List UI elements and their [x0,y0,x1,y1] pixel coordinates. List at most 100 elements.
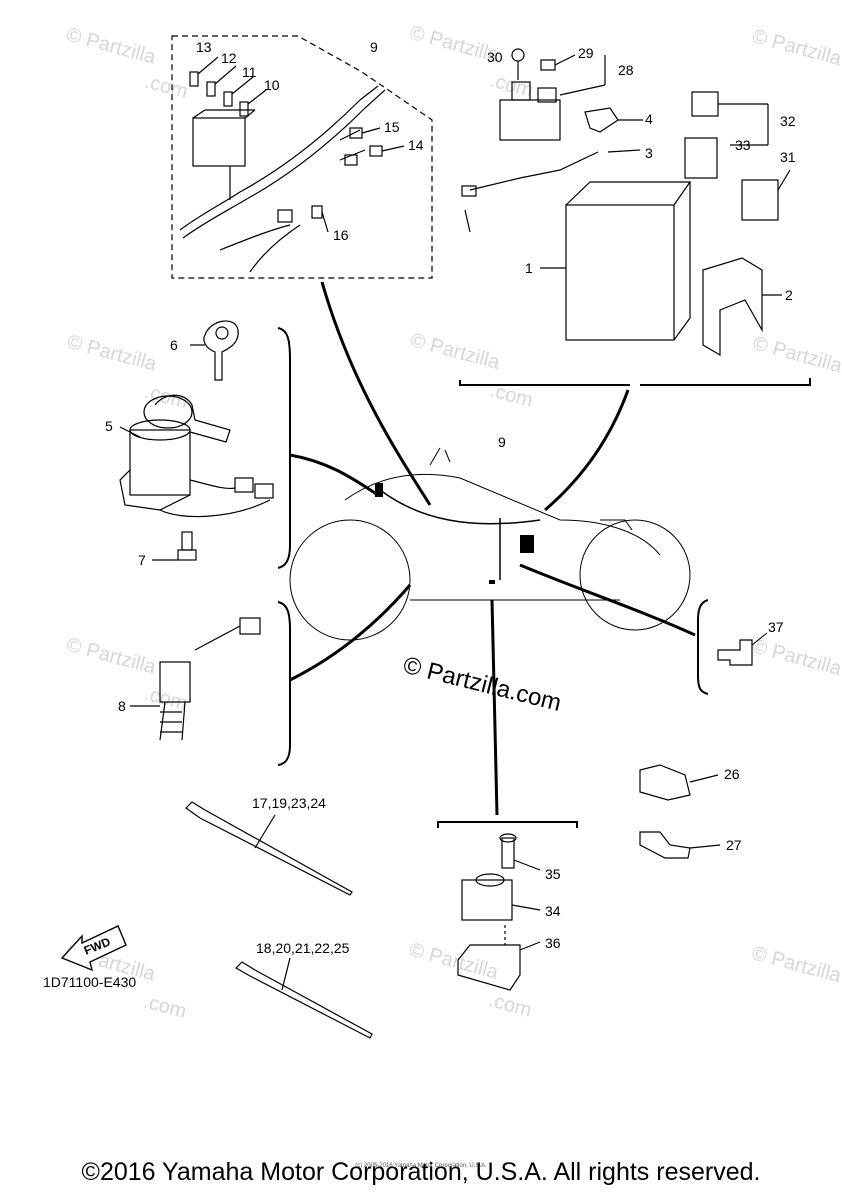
label-5: 5 [105,418,113,434]
watermark-tile: © Partzilla .com [407,22,535,102]
dashed-detail-frame [171,35,433,279]
sensor-group [457,833,541,991]
label-36: 36 [545,935,561,951]
label-8: 8 [118,698,126,714]
connector-14 [369,145,383,157]
label-7: 7 [138,552,146,568]
detail-bracket [459,378,811,386]
switch-8 [159,661,191,703]
label-9-bike: 9 [498,434,506,450]
label-18-20-21-22-25: 18,20,21,22,25 [256,940,350,956]
sensor-marker [489,580,495,584]
label-16: 16 [333,227,349,243]
bracket-37 [717,639,753,666]
battery-band-4 [584,107,619,133]
motorcycle-outline [289,447,691,641]
part-labels: 13 12 11 10 9 15 14 16 30 29 28 4 3 32 3… [43,39,796,990]
battery-1 [565,204,675,341]
watermark-tile: © Partzilla [749,942,842,987]
svg-text:© Partzilla: © Partzilla [64,24,159,69]
fuse-12 [206,81,216,97]
relay-31 [741,179,779,221]
label-28: 28 [618,62,634,78]
label-32: 32 [780,113,796,129]
clamp-27 [639,831,691,859]
connector-16 [277,209,293,223]
svg-text:© Partzilla: © Partzilla [408,329,503,374]
battery-lead-3 [469,151,599,191]
relay-33 [684,137,718,179]
key-6-head [215,326,229,340]
key-6 [203,320,239,381]
leader-lines [289,281,696,816]
bracket-36 [457,944,521,991]
label-14: 14 [408,137,424,153]
harness-bundle [179,85,379,231]
label-15: 15 [384,119,400,135]
main-watermark: © Partzilla.com [401,652,564,717]
bottom-bracket [437,821,578,828]
label-9-top: 9 [370,39,378,55]
watermark-tile: © Partzilla [751,332,842,377]
watermark-tile: © Partzilla .com [64,634,190,715]
cable-tie-upper [185,801,353,896]
fuse-10 [239,101,249,117]
cable-tie-lower [235,961,373,1039]
fuse-13 [189,71,199,87]
cable-ties [185,801,373,1039]
label-12: 12 [221,50,237,66]
main-switch-group [119,320,274,741]
watermark-tile: © Partzilla [750,25,842,70]
wire-harness-detail [171,35,433,279]
left-bracket-upper [277,327,291,569]
label-6: 6 [170,337,178,353]
label-33: 33 [735,137,751,153]
svg-text:.com: .com [143,71,191,103]
harness-marker [375,483,383,497]
sensor-34 [461,879,513,921]
label-17-19-23-24: 17,19,23,24 [252,795,326,811]
bolt-30 [511,48,525,62]
copyright-notice: ©2016 Yamaha Motor Corporation, U.S.A. A… [81,1158,761,1186]
bolt-35 [501,837,515,869]
battery-relay-detail [459,48,811,386]
label-2: 2 [785,287,793,303]
label-30: 30 [487,49,503,65]
label-34: 34 [545,903,561,919]
label-11: 11 [242,64,257,80]
svg-text:© Partzilla: © Partzilla [751,332,842,377]
svg-text:© Partzilla: © Partzilla [750,25,842,70]
front-wheel [289,519,411,641]
svg-text:.com: .com [141,990,189,1022]
watermark-tile: © Partzilla .com [408,329,535,412]
svg-text:© Partzilla: © Partzilla [64,634,159,679]
label-10: 10 [264,77,280,93]
relay-32 [691,91,719,117]
svg-text:© Partzilla: © Partzilla [407,939,502,984]
fuse-box [192,117,246,167]
label-3: 3 [645,145,653,161]
label-29: 29 [578,45,594,61]
left-bracket-lower [277,601,291,766]
right-bracket-37 [697,599,709,695]
label-1: 1 [525,260,533,276]
starter-relay-28 [499,99,561,141]
screw-7 [181,531,193,551]
label-13: 13 [196,39,212,55]
fwd-arrow-icon: FWD [60,925,127,972]
label-35: 35 [545,866,561,882]
fuse-29 [540,59,556,71]
rear-wheel [579,519,691,631]
connector-15 [349,127,363,139]
clamp-26 [639,764,691,801]
watermark-tiles: © Partzilla .com © Partzilla .com © Part… [63,22,842,1023]
diagram-code: 1D71100-E430 [43,974,136,990]
label-26: 26 [724,766,740,782]
label-31: 31 [780,149,796,165]
label-27: 27 [726,837,742,853]
tiny-credit: (c) 2005-2016 Yamaha Motor Corporation, … [355,1163,487,1169]
fuse-11 [223,91,233,107]
svg-text:.com: .com [142,683,190,715]
label-4: 4 [645,111,653,127]
